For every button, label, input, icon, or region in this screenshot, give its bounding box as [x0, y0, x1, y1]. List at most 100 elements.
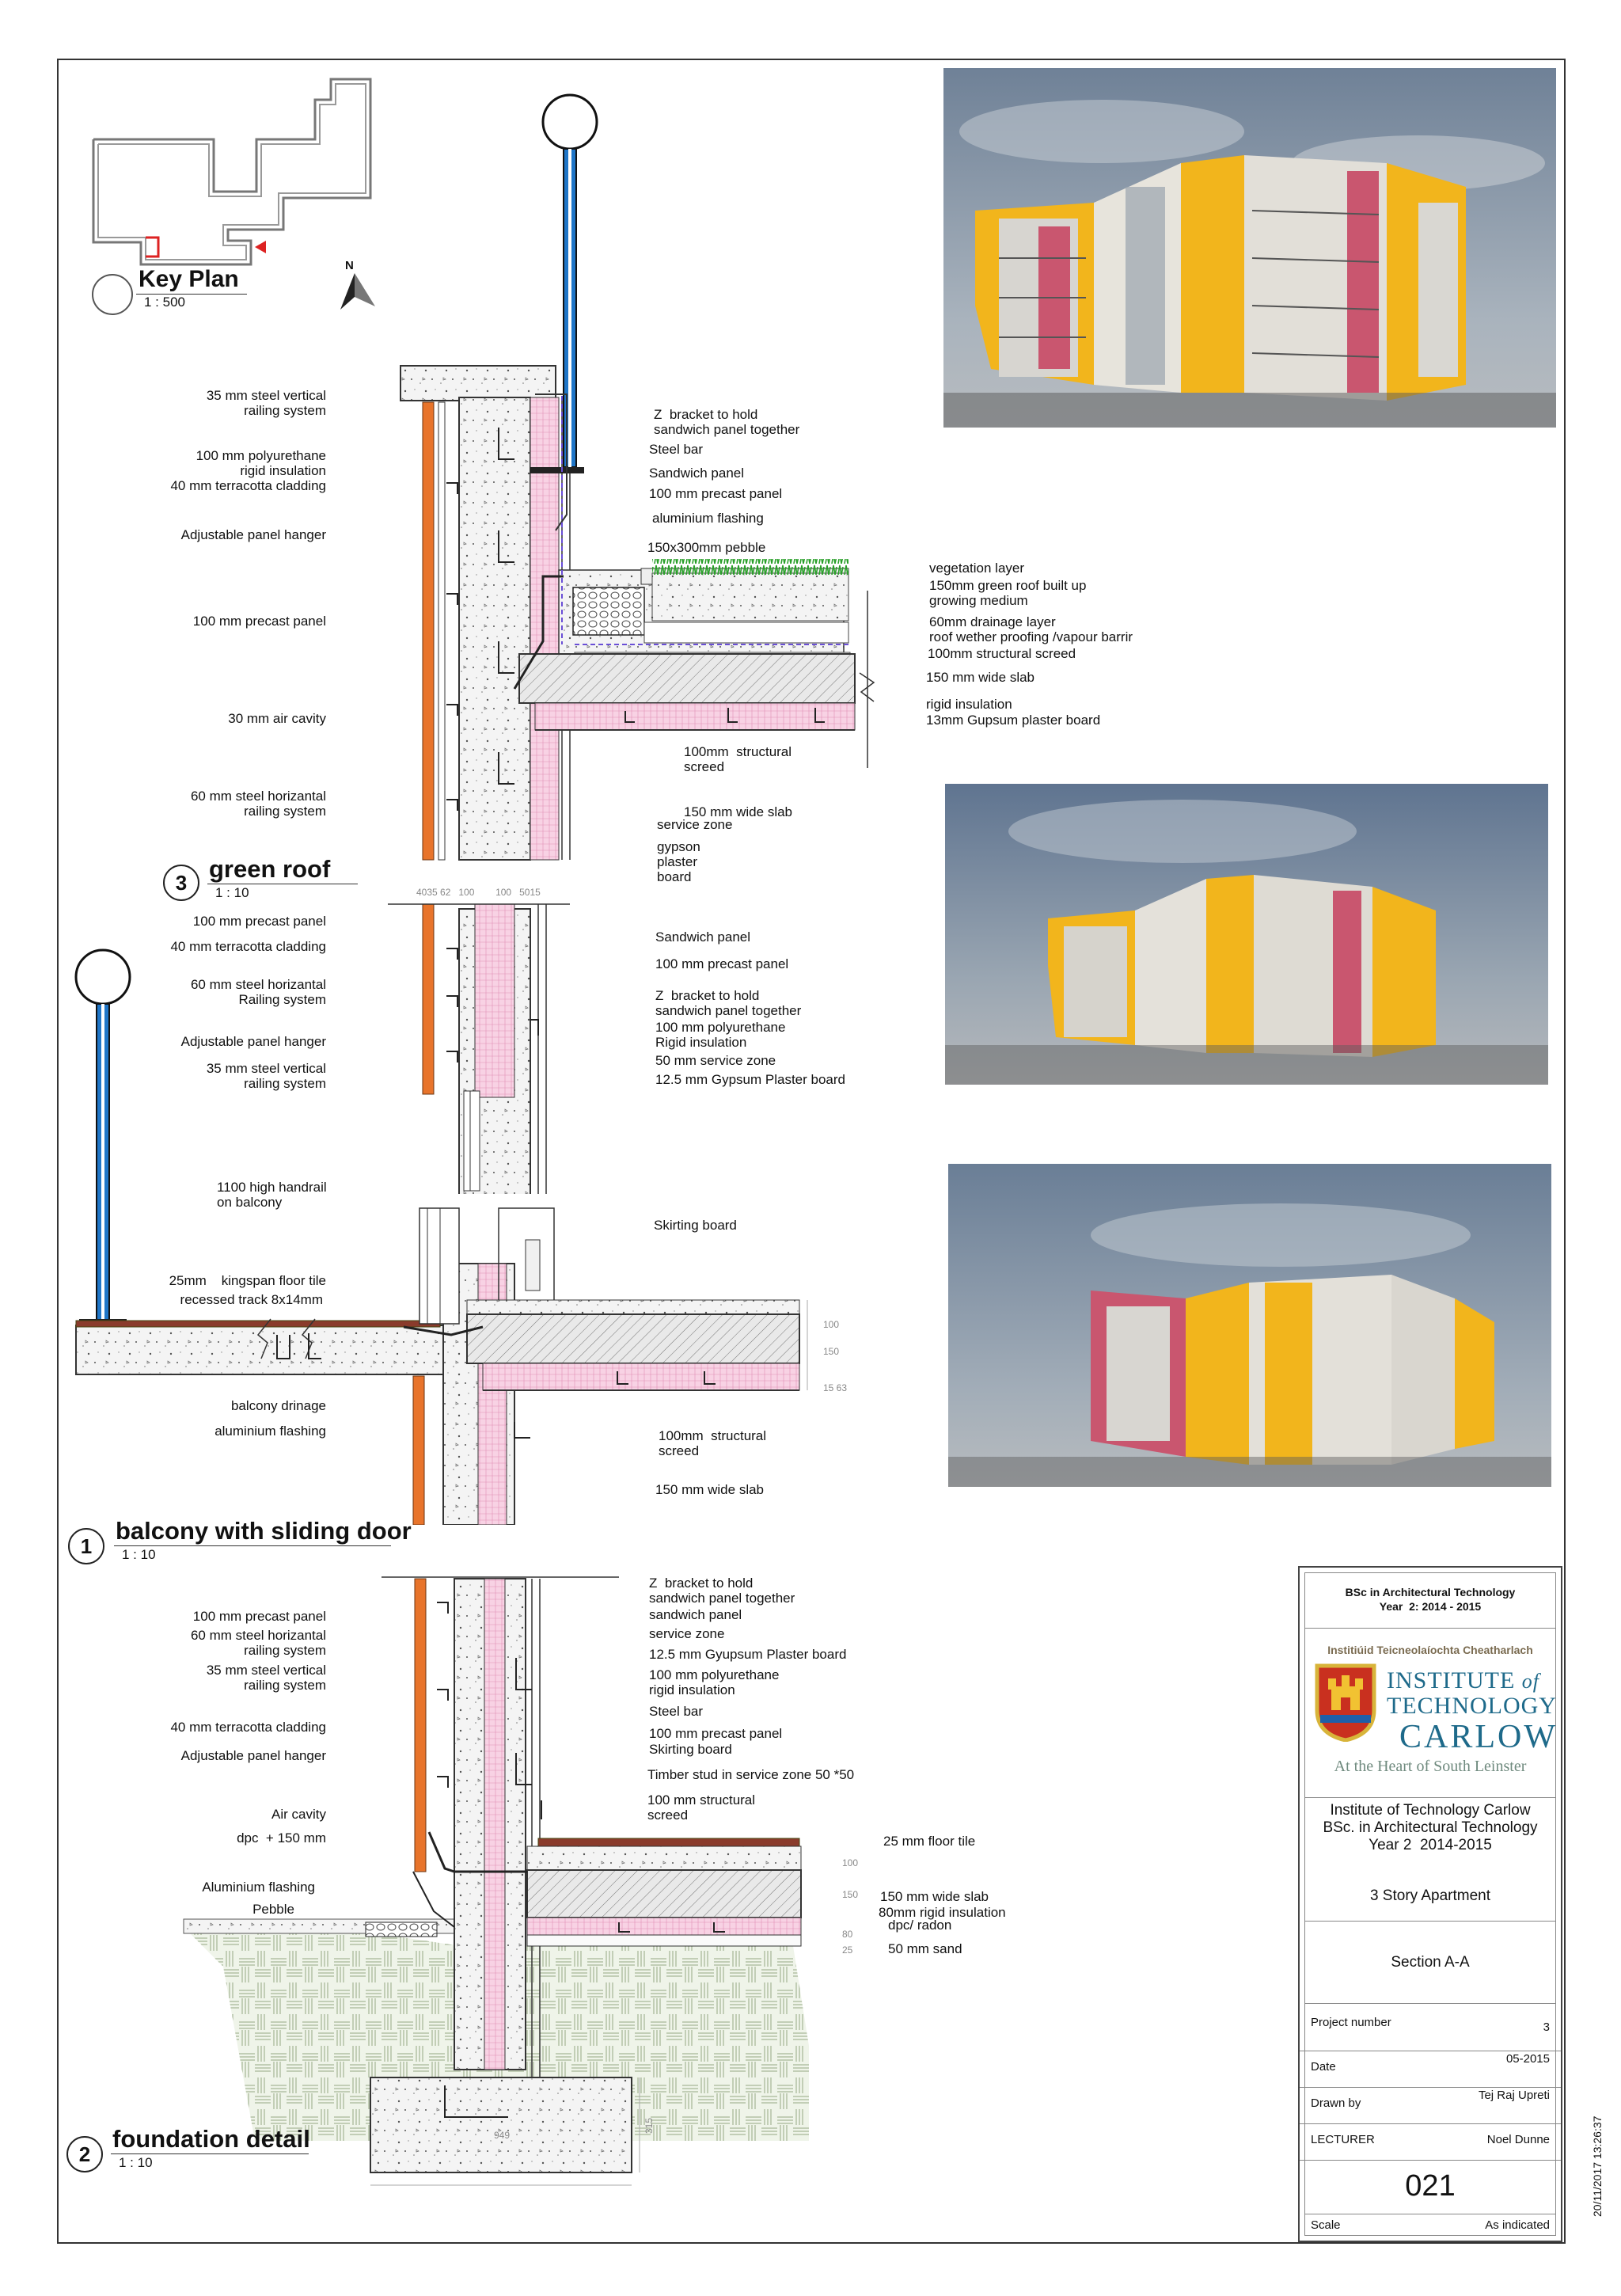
- fnd-label-sand: 50 mm sand: [888, 1941, 962, 1956]
- balcony-label-skirting: Skirting board: [654, 1218, 737, 1233]
- row-drawn-by-key: Drawn by: [1311, 2096, 1361, 2110]
- balcony-label-drainage: balcony drinage: [230, 1398, 326, 1413]
- label-structural-screed: 100mm structural screed: [928, 646, 1076, 661]
- row-drawn-by: Drawn by Tej Raj Upreti: [1300, 2089, 1561, 2124]
- divider-4: [1304, 2003, 1556, 2004]
- wall-dimensions: 4035 62 100 100 5015: [416, 887, 541, 898]
- key-plan-underline: [136, 294, 247, 295]
- title-block-inner: [1304, 1572, 1556, 2236]
- logo-carlow: CARLOW: [1399, 1719, 1558, 1755]
- label-aluminium-flashing: aluminium flashing: [652, 511, 764, 526]
- wall-label-polyurethane: 100 mm polyurethane Rigid insulation: [655, 1020, 786, 1050]
- detail-2-scale: 1 : 10: [119, 2155, 153, 2170]
- label-polyurethane: 100 mm polyurethane rigid insulation: [196, 448, 326, 478]
- rendering-2: [945, 784, 1548, 1085]
- detail-3-scale: 1 : 10: [215, 885, 249, 900]
- detail-1-title: balcony with sliding door: [116, 1517, 412, 1545]
- row-date-key: Date: [1311, 2060, 1336, 2074]
- fnd-label-steel-bar: Steel bar: [649, 1704, 704, 1719]
- row-lecturer-value: Noel Dunne: [1486, 2133, 1550, 2146]
- detail-1-number: 1: [68, 1528, 104, 1564]
- sheet-border: [57, 59, 1566, 2244]
- foundation-dim-width: 949: [494, 2130, 511, 2141]
- label-structural-screed-2: 100mm structural screed: [684, 744, 792, 774]
- rendering-1: [943, 68, 1556, 428]
- label-terracotta: 40 mm terracotta cladding: [170, 478, 326, 493]
- key-plan-circle: [92, 274, 133, 315]
- fnd-label-z-bracket: Z bracket to hold sandwich panel togethe…: [649, 1576, 795, 1606]
- section-name: Section A-A: [1391, 1954, 1470, 1971]
- balcony-label-recessed-track: recessed track 8x14mm: [180, 1292, 323, 1307]
- logo-institute: INSTITUTE of: [1387, 1667, 1539, 1694]
- institution-block: Institute of Technology Carlow BSc. in A…: [1323, 1802, 1538, 1853]
- fnd-label-structural-screed: 100 mm structural screed: [647, 1792, 756, 1823]
- row-scale-value: As indicated: [1485, 2218, 1550, 2232]
- label-steel-bar: Steel bar: [649, 442, 704, 457]
- detail-1-scale: 1 : 10: [122, 1547, 156, 1562]
- balcony-dim-1563: 15 63: [823, 1382, 848, 1393]
- fnd-label-precast-right: 100 mm precast panel: [649, 1726, 783, 1741]
- balcony-label-flashing: aluminium flashing: [214, 1424, 326, 1439]
- row-lecturer-key: LECTURER: [1311, 2133, 1375, 2146]
- label-pebble: 150x300mm pebble: [647, 540, 766, 555]
- foundation-dim-25: 25: [842, 1944, 853, 1956]
- logo-institute-text: INSTITUTE: [1387, 1667, 1516, 1693]
- label-wide-slab: 150 mm wide slab: [926, 670, 1035, 685]
- detail-1-underline: [114, 1545, 391, 1546]
- fnd-label-panel-hanger: Adjustable panel hanger: [180, 1748, 326, 1763]
- fnd-label-wide-slab: 150 mm wide slab: [880, 1889, 989, 1904]
- fnd-label-precast: 100 mm precast panel: [192, 1609, 326, 1624]
- balcony-dim-100: 100: [823, 1319, 840, 1330]
- key-plan-title: Key Plan: [139, 266, 239, 292]
- row-scale-key: Scale: [1311, 2218, 1341, 2232]
- row-project-number-value: 3: [1543, 2020, 1550, 2034]
- balcony-label-slab: 150 mm wide slab: [655, 1482, 765, 1497]
- course-header: BSc in Architectural Technology Year 2: …: [1345, 1586, 1516, 1613]
- wall-label-sandwich-panel: Sandwich panel: [655, 929, 751, 945]
- label-service-zone: service zone: [657, 817, 733, 832]
- wall-label-vertical-railing: 35 mm steel vertical railing system: [206, 1061, 326, 1091]
- north-arrow-icon: [340, 273, 375, 310]
- divider-1: [1304, 1628, 1556, 1629]
- fnd-label-skirting: Skirting board: [649, 1742, 732, 1757]
- detail-2-underline: [111, 2153, 309, 2154]
- rendering-3: [948, 1164, 1551, 1487]
- fnd-label-terracotta: 40 mm terracotta cladding: [170, 1720, 326, 1735]
- logo-tagline: At the Heart of South Leinster: [1334, 1758, 1527, 1775]
- foundation-dim-height: 315: [643, 2117, 655, 2134]
- crest-icon: [1315, 1663, 1376, 1742]
- green-roof-section-drawing: [400, 93, 875, 861]
- label-drainage-layer: 60mm drainage layer roof wether proofing…: [929, 614, 1133, 644]
- divider-2: [1304, 1797, 1556, 1798]
- balcony-label-floor-tile: 25mm kingspan floor tile: [169, 1273, 326, 1288]
- balcony-dim-150: 150: [823, 1346, 840, 1357]
- fnd-label-dpc: dpc + 150 mm: [237, 1830, 326, 1846]
- row-date-value: 05-2015: [1505, 2052, 1550, 2066]
- fnd-label-air-cavity: Air cavity: [271, 1807, 326, 1822]
- detail-2-number: 2: [66, 2136, 103, 2172]
- wall-label-terracotta: 40 mm terracotta cladding: [170, 939, 326, 954]
- divider-3: [1304, 1921, 1556, 1922]
- label-precast-panel: 100 mm precast panel: [192, 614, 326, 629]
- balcony-label-screed: 100mm structural screed: [659, 1428, 767, 1458]
- wall-label-precast-right: 100 mm precast panel: [655, 956, 789, 971]
- label-vegetation-layer: vegetation layer: [929, 561, 1025, 576]
- fnd-label-polyurethane: 100 mm polyurethane rigid insulation: [649, 1667, 780, 1697]
- label-gypsum-board: 13mm Gupsum plaster board: [926, 713, 1101, 728]
- row-date: Date 05-2015: [1300, 2052, 1561, 2088]
- label-vertical-railing: 35 mm steel vertical railing system: [206, 388, 326, 418]
- wall-label-panel-hanger: Adjustable panel hanger: [180, 1034, 326, 1049]
- label-panel-hanger: Adjustable panel hanger: [180, 527, 326, 542]
- label-wide-slab-2: 150 mm wide slab: [684, 804, 793, 819]
- north-label: N: [345, 259, 354, 272]
- project-name: 3 Story Apartment: [1369, 1887, 1491, 1904]
- label-rigid-insulation: rigid insulation: [926, 697, 1012, 712]
- fnd-label-vertical-railing: 35 mm steel vertical railing system: [206, 1663, 326, 1693]
- foundation-dim-80: 80: [842, 1929, 853, 1940]
- sheet-number: 021: [1405, 2169, 1456, 2203]
- wall-label-z-bracket: Z bracket to hold sandwich panel togethe…: [655, 988, 802, 1018]
- fnd-label-horizontal-railing: 60 mm steel horizantal railing system: [190, 1628, 326, 1658]
- fnd-label-pebble: Pebble: [252, 1902, 294, 1917]
- print-timestamp: 20/11/2017 13:26:37: [1591, 2115, 1604, 2217]
